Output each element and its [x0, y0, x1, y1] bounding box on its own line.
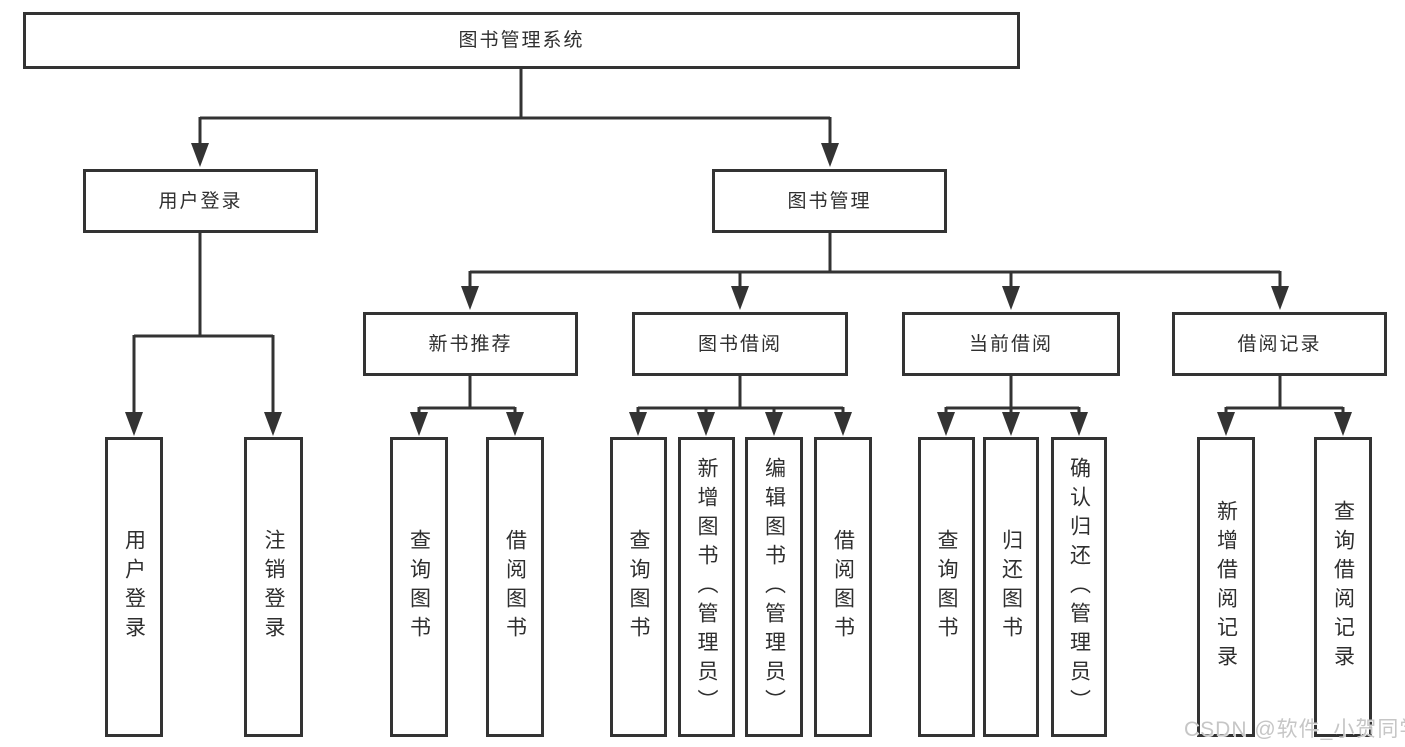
node-leaf-borrow-books-recommend-label: 借阅图书 [503, 529, 527, 645]
node-new-book-recommend: 新书推荐 [363, 312, 578, 376]
node-leaf-add-borrow-record-label: 新增借阅记录 [1214, 500, 1238, 674]
node-leaf-query-books-recommend-label: 查询图书 [407, 529, 431, 645]
node-root-system: 图书管理系统 [23, 12, 1020, 69]
node-root-system-label: 图书管理系统 [458, 30, 585, 51]
node-leaf-borrow-books-label: 借阅图书 [831, 529, 855, 645]
node-leaf-query-books-borrow: 查询图书 [610, 437, 667, 737]
node-current-borrow-label: 当前借阅 [968, 333, 1053, 355]
node-book-borrow: 图书借阅 [632, 312, 848, 376]
node-leaf-confirm-return-admin-label: 确认归还（管理员） [1067, 456, 1091, 718]
node-leaf-confirm-return-admin: 确认归还（管理员） [1051, 437, 1107, 737]
node-leaf-query-books-current-label: 查询图书 [935, 529, 958, 645]
node-leaf-query-books-borrow-label: 查询图书 [627, 529, 650, 645]
node-new-book-recommend-label: 新书推荐 [428, 333, 513, 355]
node-book-management: 图书管理 [712, 169, 947, 233]
csdn-watermark: CSDN @软件_小贺同学 [1184, 718, 1405, 741]
node-book-management-label: 图书管理 [787, 190, 872, 212]
node-leaf-add-books-admin: 新增图书（管理员） [678, 437, 735, 737]
node-leaf-query-books-current: 查询图书 [918, 437, 975, 737]
node-leaf-query-books-recommend: 查询图书 [390, 437, 448, 737]
node-leaf-user-login-label: 用户登录 [122, 529, 146, 645]
node-user-login-branch: 用户登录 [83, 169, 318, 233]
node-leaf-logout: 注销登录 [244, 437, 303, 737]
node-leaf-add-borrow-record: 新增借阅记录 [1197, 437, 1255, 737]
node-leaf-add-books-admin-label: 新增图书（管理员） [695, 456, 718, 718]
node-leaf-return-books-label: 归还图书 [999, 529, 1023, 645]
node-book-borrow-label: 图书借阅 [697, 333, 782, 355]
node-leaf-user-login: 用户登录 [105, 437, 163, 737]
node-leaf-return-books: 归还图书 [983, 437, 1039, 737]
node-current-borrow: 当前借阅 [902, 312, 1120, 376]
node-borrow-records-label: 借阅记录 [1237, 333, 1322, 355]
node-leaf-edit-books-admin: 编辑图书（管理员） [745, 437, 803, 737]
node-leaf-logout-label: 注销登录 [262, 529, 285, 645]
node-leaf-borrow-books-recommend: 借阅图书 [486, 437, 544, 737]
node-leaf-query-borrow-record: 查询借阅记录 [1314, 437, 1372, 737]
node-leaf-borrow-books: 借阅图书 [814, 437, 872, 737]
node-borrow-records: 借阅记录 [1172, 312, 1387, 376]
node-user-login-branch-label: 用户登录 [158, 190, 243, 212]
node-leaf-query-borrow-record-label: 查询借阅记录 [1331, 500, 1355, 674]
node-leaf-edit-books-admin-label: 编辑图书（管理员） [762, 456, 786, 718]
arrow-down-icons [125, 143, 1352, 436]
